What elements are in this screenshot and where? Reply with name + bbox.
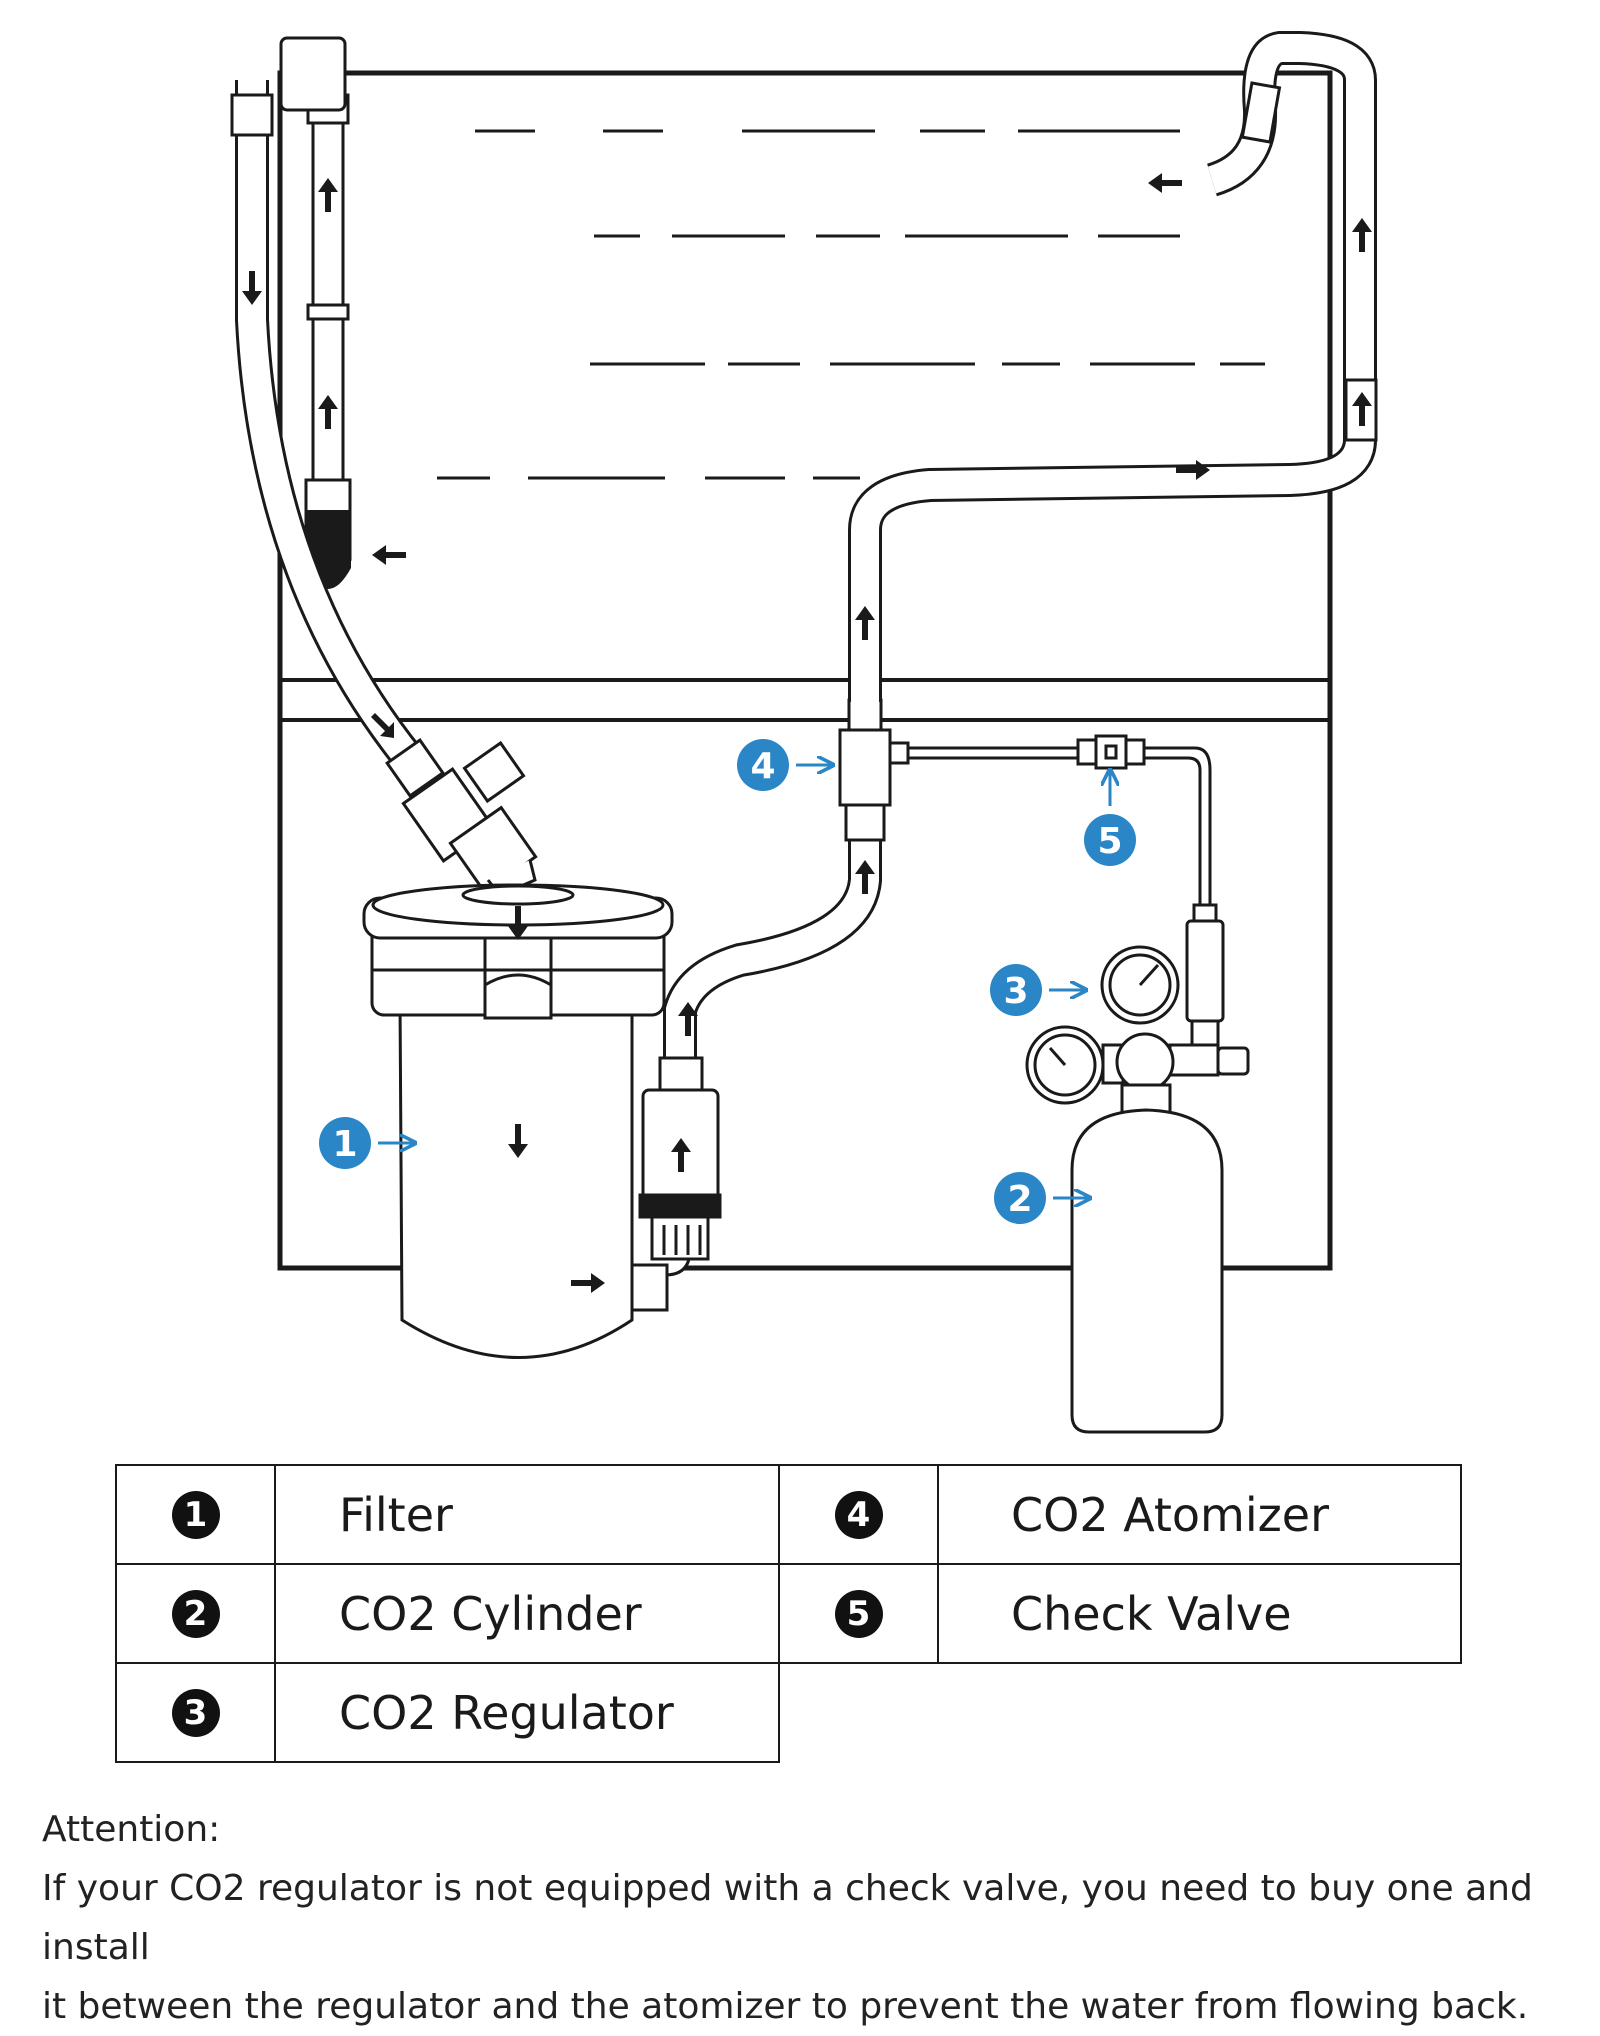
attention-note: Attention: If your CO2 regulator is not … (42, 1800, 1582, 2036)
legend-label-co2-regulator: CO2 Regulator (274, 1662, 780, 1763)
regulator-solenoid (1185, 903, 1225, 1051)
legend-label-co2-atomizer: CO2 Atomizer (937, 1464, 1462, 1565)
callout-1-number: 1 (332, 1124, 357, 1165)
filter-inlet-hose (230, 80, 424, 771)
legend-table: 1 Filter 4 CO2 Atomizer 2 CO2 Cylinder 5… (115, 1464, 1462, 1763)
legend-number-cell: 2 (115, 1563, 276, 1664)
callout-3-number: 3 (1003, 971, 1028, 1012)
callout-4-number: 4 (750, 746, 775, 787)
legend-number-1: 1 (171, 1490, 220, 1539)
canister-filter (362, 883, 692, 1359)
callout-3: 3 (990, 964, 1086, 1016)
callout-4: 4 (737, 739, 833, 791)
filter-outlet-hose (663, 835, 882, 1060)
legend-number-cell: 4 (778, 1464, 939, 1565)
legend-row: 3 CO2 Regulator (115, 1662, 1461, 1763)
check-valve (1076, 734, 1146, 770)
attention-body-line-1: If your CO2 regulator is not equipped wi… (42, 1868, 1533, 1968)
callout-2: 2 (994, 1172, 1090, 1224)
callout-5: 5 (1084, 770, 1136, 866)
co2-cylinder (1070, 1108, 1224, 1434)
aquarium-co2-setup-diagram: 1 2 3 4 5 (230, 31, 1378, 1434)
legend-number-2: 2 (171, 1589, 220, 1638)
legend-number-5: 5 (834, 1589, 883, 1638)
legend-number-cell: 5 (778, 1563, 939, 1664)
filter-inlet-valve (385, 738, 538, 897)
legend-empty-cell (779, 1663, 1461, 1762)
co2-regulator (1025, 945, 1250, 1115)
callout-5-number: 5 (1097, 821, 1122, 862)
aquarium-tank (277, 70, 1333, 1271)
attention-heading: Attention: (42, 1809, 221, 1850)
legend-number-3: 3 (171, 1688, 220, 1737)
legend-row: 2 CO2 Cylinder 5 Check Valve (115, 1563, 1462, 1664)
co2-atomizer (838, 698, 910, 842)
return-hose (848, 31, 1378, 702)
co2-tubing (908, 746, 1212, 910)
legend-number-4: 4 (834, 1490, 883, 1539)
water-surface-dashes (437, 129, 1265, 480)
attention-body-line-2: it between the regulator and the atomize… (42, 1986, 1529, 2027)
legend-row: 1 Filter 4 CO2 Atomizer (115, 1464, 1462, 1565)
outlet-pump-section (638, 1056, 722, 1261)
legend-label-co2-cylinder: CO2 Cylinder (274, 1563, 780, 1664)
legend-number-cell: 1 (115, 1464, 276, 1565)
flow-arrows (242, 173, 1372, 1293)
legend-number-cell: 3 (115, 1662, 276, 1763)
callout-1: 1 (319, 1117, 415, 1169)
legend-label-filter: Filter (274, 1464, 780, 1565)
callout-2-number: 2 (1007, 1179, 1032, 1220)
legend-label-check-valve: Check Valve (937, 1563, 1462, 1664)
